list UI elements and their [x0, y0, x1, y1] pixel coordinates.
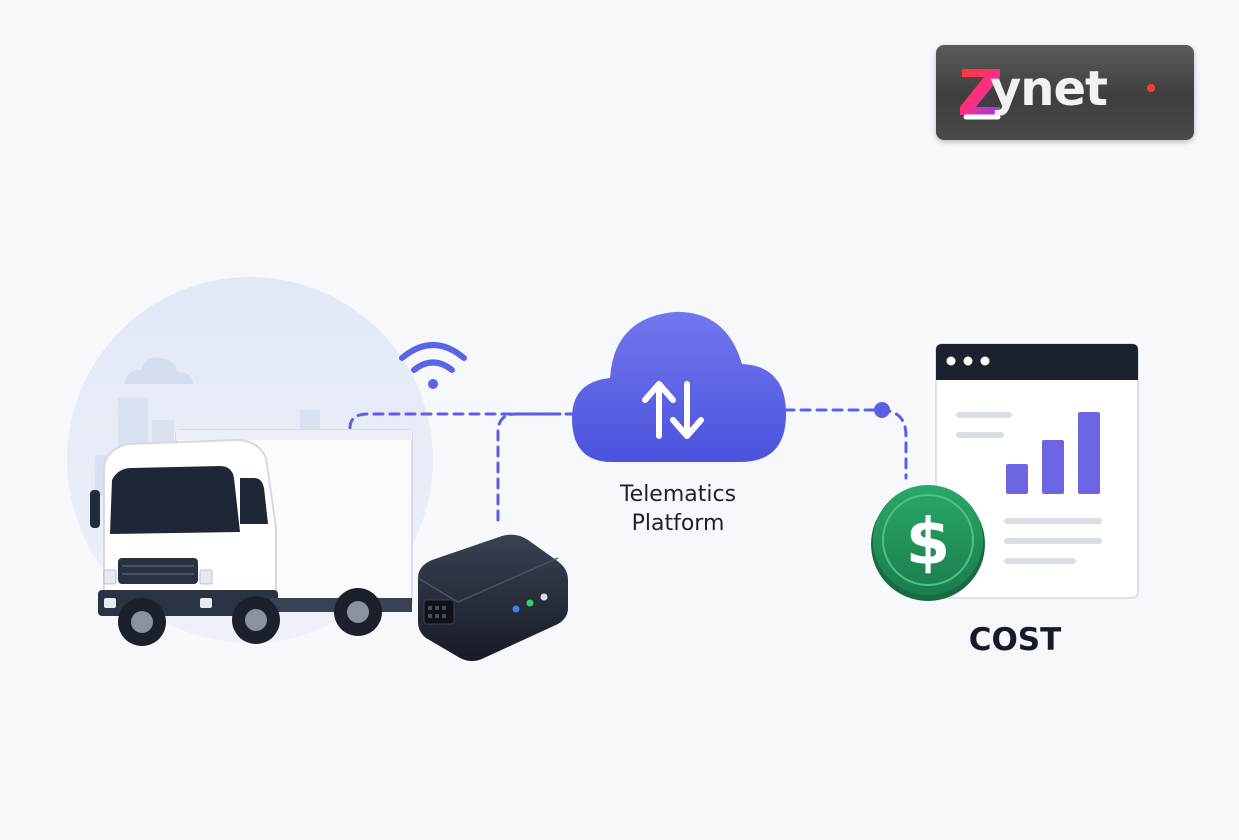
window-dot-3 [980, 356, 990, 366]
logo-dot [1147, 84, 1155, 92]
chart-bar-3 [1078, 412, 1100, 494]
led-green [526, 599, 534, 607]
window-titlebar [936, 344, 1138, 380]
chart-bar-1 [1006, 464, 1028, 494]
logo-wordmark: ynet [990, 61, 1108, 117]
svg-text:$: $ [906, 506, 951, 580]
dashboard-window [935, 343, 1139, 599]
cloud-to-dashboard-line [783, 408, 908, 480]
chart-bar-2 [1042, 440, 1064, 494]
led-blue [512, 605, 520, 613]
truck-icon [90, 429, 413, 646]
telematics-platform-label: Telematics Platform [560, 480, 796, 538]
led-white [540, 593, 548, 601]
device-to-cloud-line [496, 412, 562, 522]
platform-label-line-1: Telematics [619, 482, 737, 507]
connector-dot [874, 402, 890, 418]
wifi-icon [399, 342, 467, 389]
brand-logo: ynet [936, 45, 1194, 140]
platform-label-line-2: Platform [631, 511, 725, 536]
truck-to-cloud-line [348, 412, 582, 430]
dollar-coin-icon: $ [871, 485, 985, 601]
bar-chart-icon [1006, 412, 1100, 494]
cloud-icon [572, 311, 786, 462]
logo-z-mark-icon [960, 69, 1155, 120]
telematics-device-icon [417, 534, 568, 661]
small-cloud-icon [125, 357, 193, 384]
window-dot-1 [946, 356, 956, 366]
window-dot-2 [963, 356, 973, 366]
cost-label: COST [968, 622, 1062, 658]
up-down-arrows-icon [642, 381, 704, 439]
